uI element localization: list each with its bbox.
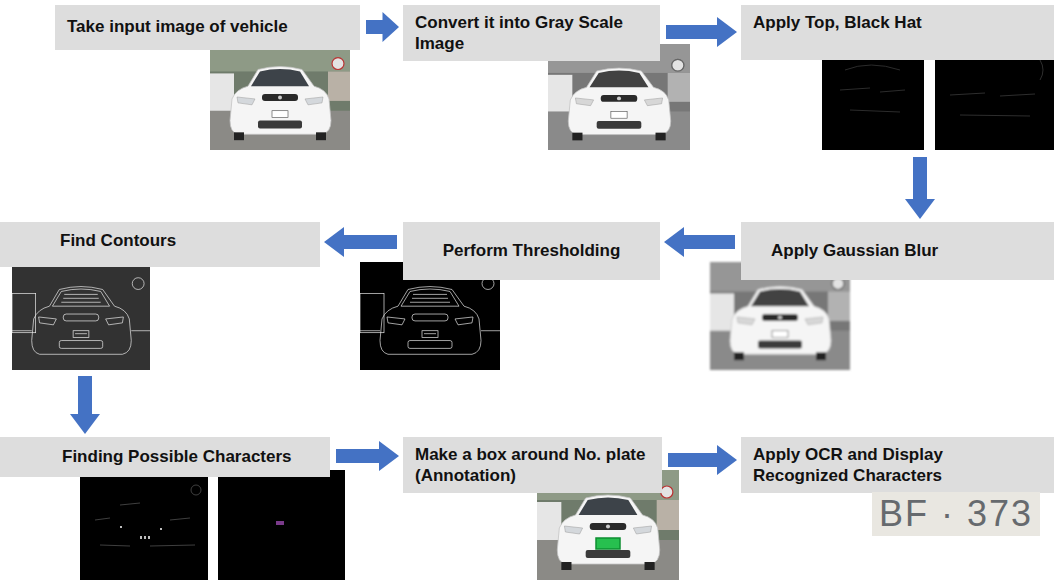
tophat-traces [840,65,905,112]
flow-arrow [664,227,735,257]
flow-arrow [324,227,397,257]
plate-text: BF · 373 [872,492,1040,536]
process-box: Apply Gaussian Blur [741,222,1054,280]
process-box: Apply OCR and Display Recognized Charact… [741,437,1054,493]
possible-chars-traces [95,485,201,546]
box-label: Make a box around No. plate (Annotation) [415,444,650,486]
box-label: Find Contours [60,230,308,251]
box-label: Convert it into Gray Scale Image [415,12,648,54]
possible-chars-image [80,470,208,580]
box-label: Take input image of vehicle [67,16,348,37]
process-box: Finding Possible Characters [0,437,330,477]
blackhat-traces [950,60,1043,116]
process-box: Convert it into Gray Scale Image [403,5,660,61]
contour-image [12,262,150,370]
flow-arrow [668,445,737,475]
recognized-characters: BF · 373 [879,493,1033,535]
flow-arrow [70,376,100,434]
flow-arrow [905,157,935,219]
process-box: Apply Top, Black Hat [741,5,1054,60]
flow-arrow [336,441,399,471]
flow-arrow [666,17,737,47]
process-box: Perform Thresholding [403,222,660,280]
possible-chars-dots [120,526,162,539]
process-box: Find Contours [0,222,320,267]
box-label: Finding Possible Characters [62,446,318,467]
box-label: Apply OCR and Display Recognized Charact… [753,444,1042,486]
box-label: Perform Thresholding [415,240,648,261]
plate-box [596,538,620,549]
process-box: Take input image of vehicle [55,5,360,50]
box-label: Apply Gaussian Blur [771,240,1042,261]
vehicle-photo [210,42,350,150]
chars-mask-dot [276,521,284,525]
flow-arrow [366,12,399,42]
process-box: Make a box around No. plate (Annotation) [403,437,662,493]
box-label: Apply Top, Black Hat [753,12,1042,33]
chars-mask-image [218,470,345,580]
